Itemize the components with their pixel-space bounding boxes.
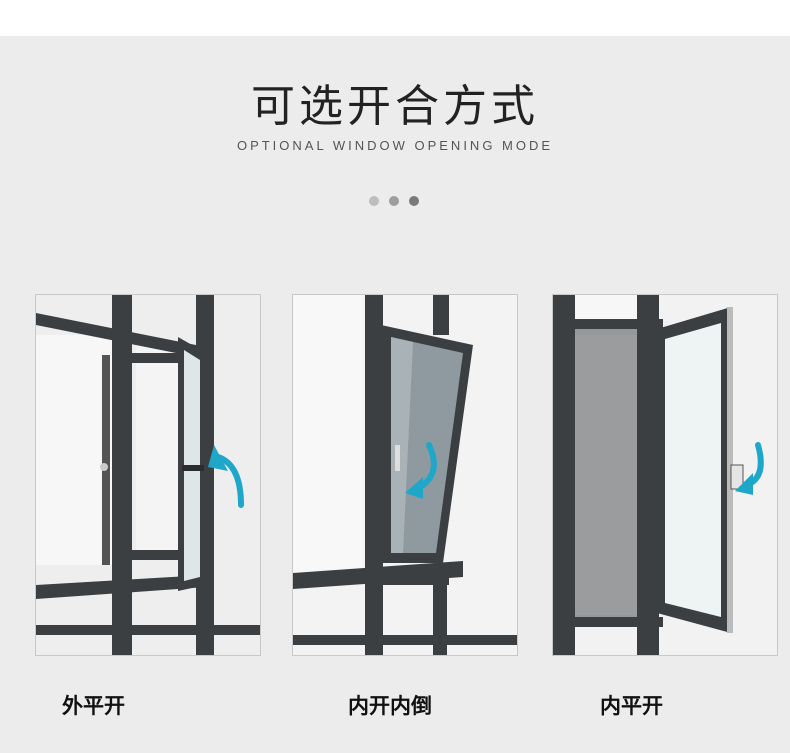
mode-card-outward[interactable] bbox=[35, 294, 261, 656]
carousel-dot-3[interactable] bbox=[409, 196, 419, 206]
inward-casement-window-icon bbox=[553, 295, 777, 655]
page-title: 可选开合方式 bbox=[251, 81, 539, 132]
mode-card-tilt-turn[interactable] bbox=[292, 294, 518, 656]
carousel-dot-1[interactable] bbox=[369, 196, 379, 206]
carousel-dot-2[interactable] bbox=[389, 196, 399, 206]
outward-casement-window-icon bbox=[36, 295, 260, 655]
page-subtitle: OPTIONAL WINDOW OPENING MODE bbox=[236, 138, 554, 153]
mode-label-inward: 内平开 bbox=[600, 694, 663, 718]
top-strip bbox=[0, 0, 790, 36]
mode-card-inward[interactable] bbox=[552, 294, 778, 656]
mode-label-tilt-turn: 内开内倒 bbox=[348, 694, 432, 718]
tilt-turn-window-icon bbox=[293, 295, 517, 655]
carousel-dots bbox=[369, 196, 421, 206]
mode-label-outward: 外平开 bbox=[62, 694, 125, 718]
